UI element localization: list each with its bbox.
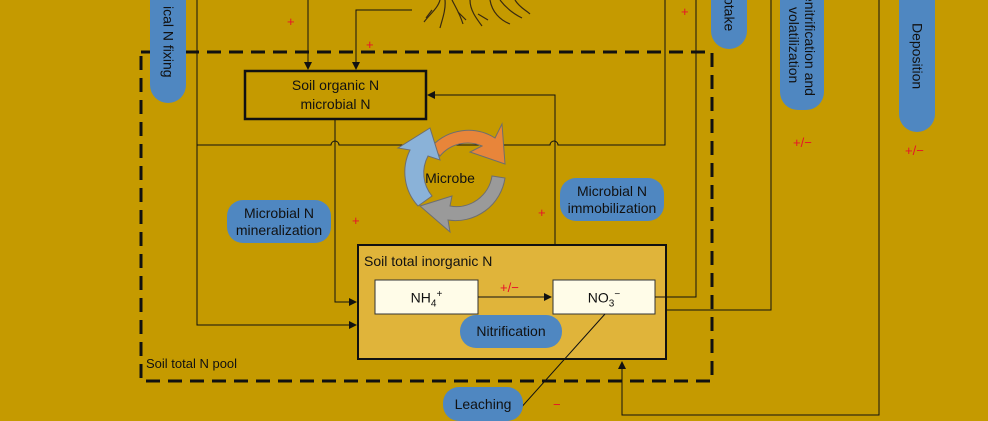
deposition-pill: Deposition (899, 0, 935, 132)
deposition-sign: +/− (905, 143, 924, 158)
nh4-sub: 4 (430, 298, 437, 310)
immobilization-line2: immobilization (567, 199, 657, 216)
no3-sub: 3 (608, 298, 615, 310)
soil-organic-n-line1: Soil organic N (291, 77, 380, 93)
biological-n-fixing-pill: ical N fixing (150, 0, 186, 103)
no3-base: NO (587, 289, 609, 306)
mineralization-line1: Microbial N (243, 204, 314, 221)
denitrification-volatilization-pill: enitrification and volatilization (780, 0, 824, 110)
soil-organic-n-label: Soil organic N microbial N (245, 76, 426, 114)
soil-total-n-pool-label: Soil total N pool (146, 356, 238, 371)
uptake-label: ptake (721, 0, 738, 32)
nh4-base: NH (410, 289, 431, 306)
leaching-sign: − (553, 397, 561, 412)
soil-total-n-pool-boundary (139, 50, 714, 383)
fixing-sign: + (287, 14, 295, 29)
biological-fixing-label: ical N fixing (160, 5, 177, 78)
no3-label: NO3− (553, 289, 655, 309)
denitrification-sign: +/− (793, 135, 812, 150)
uptake-sign: + (681, 4, 689, 19)
microbe-label: Microbe (425, 170, 475, 186)
denitrification-line2: volatilization (786, 6, 802, 84)
immobilization-sign: + (538, 205, 546, 220)
denitrification-label: enitrification and volatilization (786, 0, 818, 96)
microbial-mineralization-pill: Microbial N mineralization (227, 200, 331, 243)
uptake-pill: ptake (711, 0, 747, 49)
mineralization-sign: + (352, 213, 360, 228)
nitrification-sign: +/− (500, 280, 519, 295)
no3-sup: − (614, 289, 621, 300)
nh4-label: NH4+ (375, 289, 478, 309)
denitrification-line1: enitrification and (802, 0, 818, 96)
immobilization-line1: Microbial N (576, 182, 647, 199)
nitrification-pill: Nitrification (460, 315, 562, 348)
microbial-immobilization-pill: Microbial N immobilization (560, 178, 664, 221)
leaching-pill: Leaching (443, 387, 523, 421)
organic-top-sign: + (366, 37, 374, 52)
microbe-cycle-icon (396, 122, 506, 234)
nh4-box (374, 279, 479, 315)
inorganic-n-title: Soil total inorganic N (364, 253, 493, 269)
no3-box (552, 279, 656, 315)
plant-roots-icon (423, 0, 531, 29)
deposition-label: Deposition (909, 22, 926, 90)
nh4-sup: + (436, 289, 443, 300)
mineralization-line2: mineralization (235, 221, 323, 238)
soil-organic-n-line2: microbial N (300, 96, 371, 112)
